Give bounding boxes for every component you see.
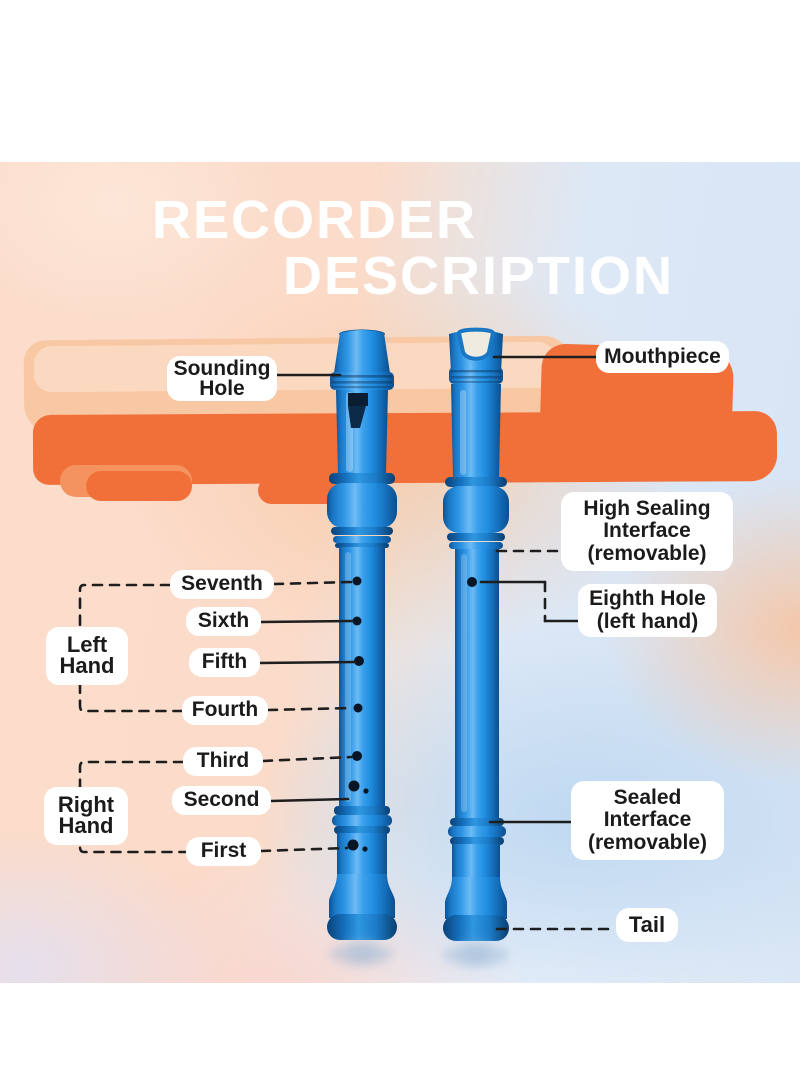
label-first: First <box>186 837 261 866</box>
hole-sixth <box>352 616 362 626</box>
hole-fifth <box>354 656 364 666</box>
line-fifth <box>257 660 357 665</box>
label-seventh: Seventh <box>170 570 274 599</box>
hole-second-a <box>348 780 360 792</box>
label-fifth: Fifth <box>189 648 260 677</box>
hole-third <box>352 751 362 761</box>
label-high-sealing-interface: High Sealing Interface (removable) <box>561 492 733 571</box>
finger-holes-front <box>347 576 369 852</box>
bottom-white-margin <box>0 983 800 1091</box>
label-left-hand: Left Hand <box>46 627 128 685</box>
hole-seventh <box>352 576 362 586</box>
floor-reflections <box>329 941 509 966</box>
hole-fourth <box>353 703 363 713</box>
bracket-left-hand <box>78 583 184 713</box>
line-seventh <box>272 580 353 586</box>
line-fourth <box>266 706 354 712</box>
labium <box>348 406 366 428</box>
recorder-back-view <box>443 327 509 941</box>
brush-blob-1 <box>86 471 192 501</box>
label-sixth: Sixth <box>186 607 261 636</box>
top-white-margin <box>0 0 800 162</box>
label-second: Second <box>172 786 271 815</box>
label-sealed-interface: Sealed Interface (removable) <box>571 781 724 860</box>
sounding-window <box>348 393 368 406</box>
line-sixth <box>259 619 354 624</box>
hole-first-b <box>362 846 368 852</box>
mouthpiece-tip <box>456 327 496 361</box>
line-third <box>261 755 353 763</box>
hole-first-a <box>347 839 359 851</box>
label-right-hand: Right Hand <box>44 787 128 845</box>
recorder-front-view <box>327 329 397 940</box>
page-title-line2: DESCRIPTION <box>283 246 675 306</box>
brush-blob-2 <box>258 477 340 504</box>
hole-eighth-thumb <box>467 577 477 587</box>
label-tail: Tail <box>616 908 678 942</box>
line-first <box>259 846 349 853</box>
label-fourth: Fourth <box>182 696 268 725</box>
label-mouthpiece: Mouthpiece <box>596 341 729 373</box>
page-title-line1: RECORDER <box>152 190 478 250</box>
label-third: Third <box>183 747 263 776</box>
label-sounding-hole: Sounding Hole <box>167 356 277 401</box>
line-second <box>269 797 350 803</box>
label-eighth-hole: Eighth Hole (left hand) <box>578 584 717 637</box>
hole-second-b <box>363 788 369 794</box>
